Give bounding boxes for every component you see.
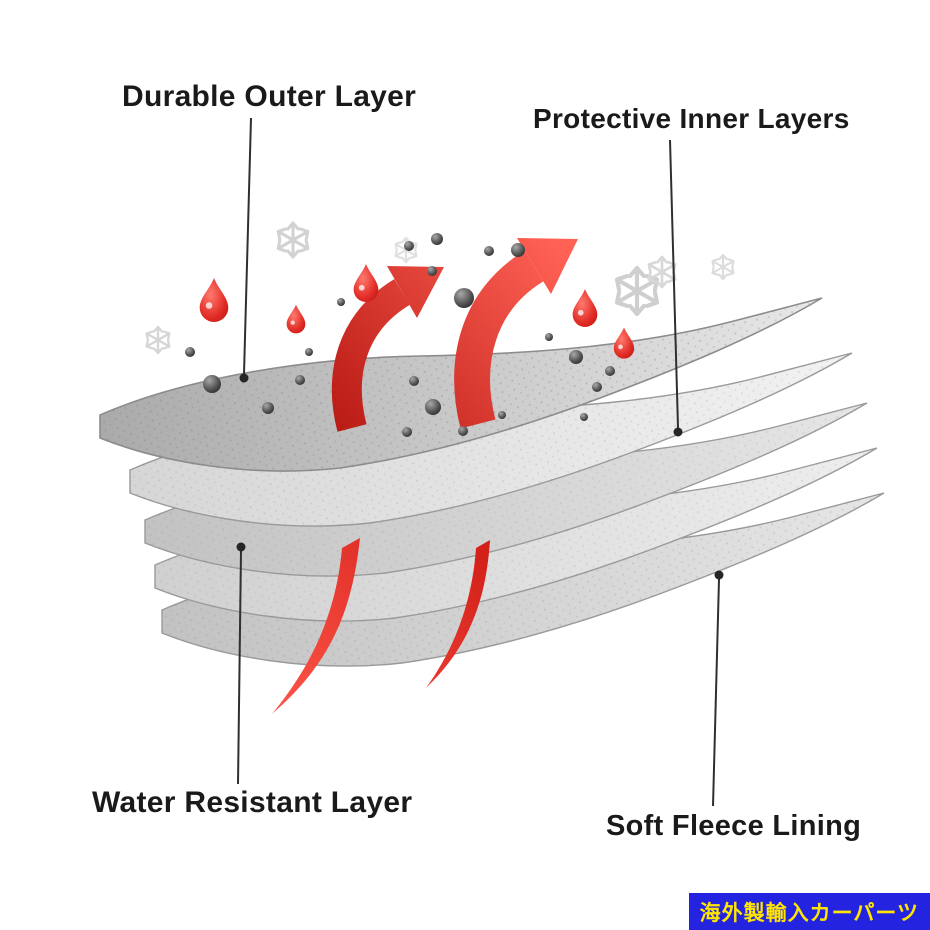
leader-dot [673,427,683,437]
water-droplet-icon [199,278,229,322]
leader-line-water [237,550,242,785]
snowflake-icon [711,253,735,281]
label-durable-outer-layer: Durable Outer Layer [122,80,417,113]
water-droplet-icon [286,304,306,334]
label-protective-inner-layers: Protective Inner Layers [533,103,850,134]
moisture-down-arrow-icon [426,540,490,688]
dirt-particle-icons [185,233,615,437]
leader-line-fleece [712,578,720,807]
up-arrow-icons [331,238,578,432]
snowflake-icon [276,221,310,259]
snowflake-icon [145,325,171,355]
leader-dot [236,542,246,552]
leader-lines [236,117,724,807]
water-droplet-icon [353,264,379,302]
water-droplet-icon [613,327,635,359]
down-arrow-icons [272,538,490,714]
moisture-down-arrow-icon [272,538,360,714]
breathability-up-arrow-icon [454,238,578,429]
leader-dot [714,570,724,580]
leader-line-durable [243,117,252,375]
import-parts-badge: 海外製輸入カーパーツ [688,893,930,930]
label-soft-fleece-lining: Soft Fleece Lining [606,810,862,842]
leader-dot [239,373,249,383]
leader-line-protective [669,139,679,429]
label-water-resistant-layer: Water Resistant Layer [92,786,413,819]
breathability-up-arrow-icon [331,266,444,432]
water-droplet-icon [572,289,598,327]
